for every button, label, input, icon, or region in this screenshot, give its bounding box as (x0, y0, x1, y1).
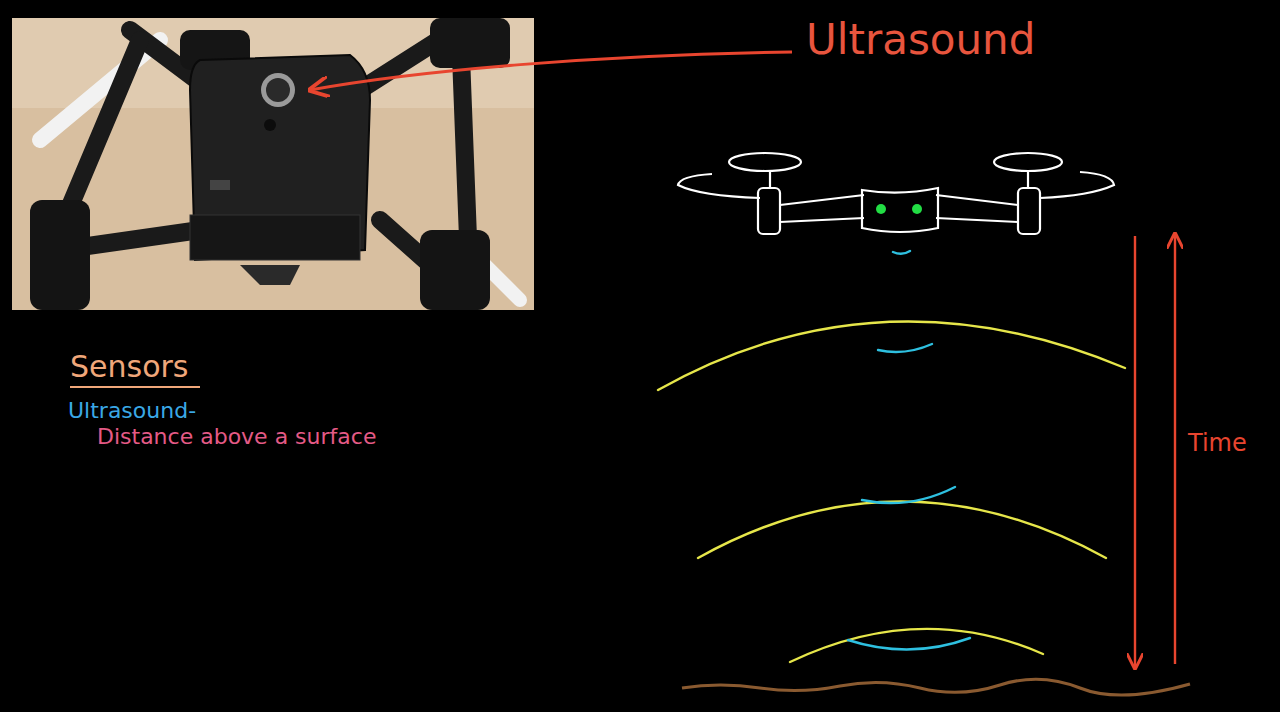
photo-hook (240, 265, 300, 285)
photo-arms (60, 20, 470, 300)
leader-arrow (310, 52, 792, 90)
time-arrow-down (1134, 236, 1136, 668)
section-heading: Sensors (70, 350, 188, 385)
drone-eye (912, 204, 922, 214)
callout-label: Ultrasound (806, 16, 1035, 64)
time-arrow-up (1174, 234, 1176, 664)
drone-sketch (678, 153, 1114, 234)
photo-port (210, 180, 230, 190)
photo-motor (430, 18, 510, 68)
echo-wave (848, 251, 970, 650)
sensor-description: Distance above a surface (97, 424, 376, 449)
photo-ground (12, 18, 534, 310)
drone-eye (876, 204, 886, 214)
ultrasound-sensor (261, 73, 295, 107)
photo-hole (264, 119, 276, 131)
sensor-name: Ultrasound- (68, 398, 196, 423)
drone-photo (12, 18, 534, 310)
ultrasound-sensor-core (266, 78, 290, 102)
axis-label: Time (1188, 430, 1247, 458)
heading-underline (70, 386, 200, 388)
photo-motor (30, 200, 90, 310)
ground-surface (682, 679, 1190, 695)
outgoing-wave (658, 321, 1125, 662)
photo-battery (190, 215, 360, 260)
photo-motor (420, 230, 490, 310)
